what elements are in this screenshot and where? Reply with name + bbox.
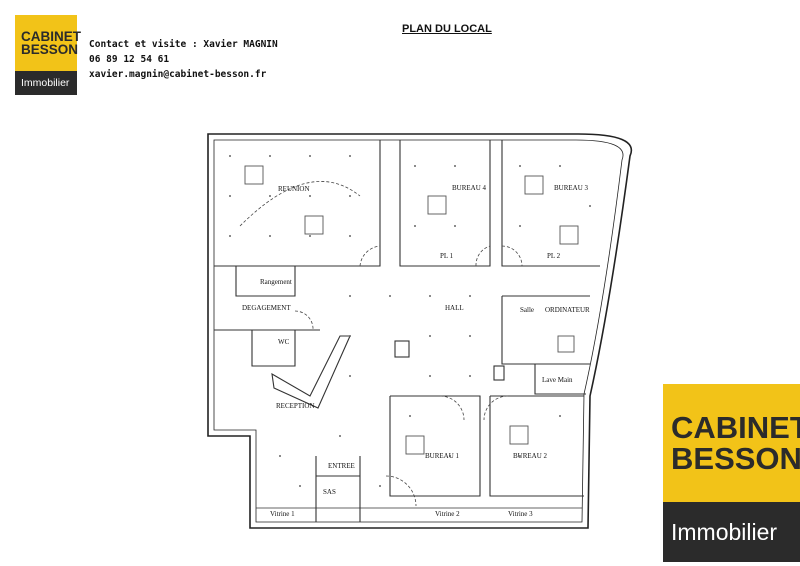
wall-bureau3: [501, 140, 600, 267]
logo-tagline: Immobilier: [671, 518, 778, 545]
contact-phone: 06 89 12 54 61: [89, 54, 170, 65]
door-swing: [439, 395, 465, 421]
door-swing: [294, 310, 314, 331]
contact-block: Contact et visite : Xavier MAGNIN 06 89 …: [89, 37, 278, 82]
reception-counter: [271, 335, 351, 409]
door-swing: [483, 395, 509, 421]
wall-lave-main: [534, 364, 586, 395]
hall-column: [394, 340, 410, 358]
label-pl1: PL 1: [440, 252, 454, 260]
label-bureau1: BUREAU 1: [425, 452, 460, 460]
label-ordinateur: ORDINATEUR: [545, 306, 590, 314]
furniture: [244, 165, 264, 185]
wall-bureau1: [389, 395, 481, 497]
door-swing: [475, 245, 491, 267]
wall-reunion: [214, 140, 381, 267]
wall-bureau4: [399, 140, 491, 267]
label-bureau3: BUREAU 3: [554, 184, 589, 192]
cabinet-besson-logo-large: CABINET BESSON Immobilier: [663, 384, 800, 562]
page-title: PLAN DU LOCAL: [402, 23, 492, 35]
logo-tagline: Immobilier: [21, 77, 70, 89]
furniture: [405, 435, 425, 455]
logo-top-band: CABINET BESSON: [15, 15, 81, 71]
furniture: [304, 215, 324, 235]
logo-top-band: CABINET BESSON: [663, 384, 800, 502]
furniture: [559, 225, 579, 245]
label-salle: Salle: [520, 306, 534, 314]
furniture: [509, 425, 529, 445]
cabinet-besson-logo-small: CABINET BESSON Immobilier: [15, 15, 81, 95]
door-swing: [239, 181, 361, 227]
wall-entree: [315, 456, 361, 522]
label-hall: HALL: [445, 304, 464, 312]
label-vitrine3: Vitrine 3: [508, 510, 533, 518]
floor-plan: REUNION BUREAU 4 BUREAU 3 PL 1 PL 2 Rang…: [207, 133, 633, 529]
wall-bureau2: [489, 395, 584, 497]
furniture: [427, 195, 447, 215]
label-bureau4: BUREAU 4: [452, 184, 487, 192]
label-reunion: REUNION: [278, 185, 310, 193]
door-swing: [385, 475, 417, 507]
logo-word-besson: BESSON: [671, 441, 800, 476]
contact-email: xavier.magnin@cabinet-besson.fr: [89, 69, 267, 80]
furniture: [557, 335, 575, 353]
label-sas: SAS: [323, 488, 336, 496]
logo-word-cabinet: CABINET: [671, 410, 800, 445]
wall-rangement: [235, 266, 296, 297]
outer-wall: [207, 133, 633, 529]
hall-column: [493, 365, 505, 381]
contact-line: Contact et visite : Xavier MAGNIN: [89, 39, 278, 50]
wall-salle: [501, 295, 590, 365]
label-wc: WC: [278, 338, 290, 346]
label-degagement: DEGAGEMENT: [242, 304, 291, 312]
wall-wc: [251, 330, 296, 367]
label-lave-main: Lave Main: [542, 376, 573, 384]
label-reception: RECEPTION: [276, 402, 315, 410]
label-pl2: PL 2: [547, 252, 561, 260]
label-vitrine2: Vitrine 2: [435, 510, 460, 518]
label-bureau2: BUREAU 2: [513, 452, 548, 460]
logo-word-besson: BESSON: [21, 42, 79, 57]
door-swing: [359, 245, 381, 267]
logo-word-cabinet: CABINET: [21, 28, 81, 44]
label-rangement: Rangement: [260, 278, 292, 286]
furniture: [524, 175, 544, 195]
label-entree: ENTREE: [328, 462, 355, 470]
door-swing: [501, 245, 523, 267]
label-vitrine1: Vitrine 1: [270, 510, 295, 518]
